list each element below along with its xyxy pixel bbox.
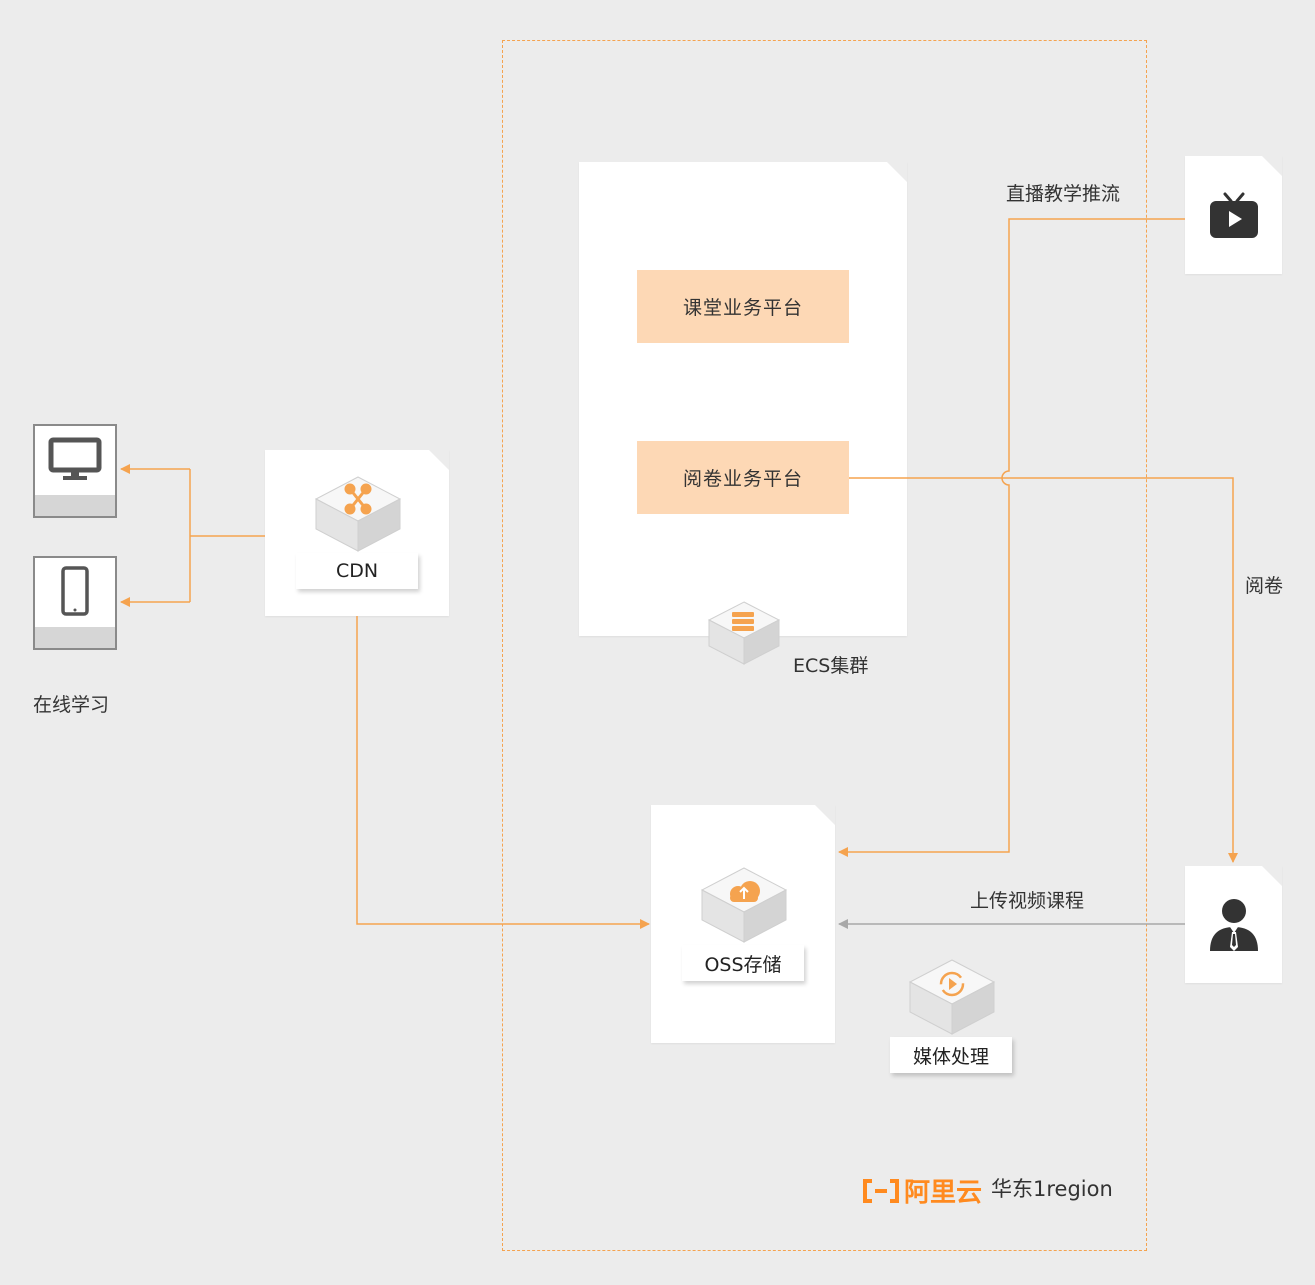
cdn-icon (314, 476, 402, 552)
review-label: 阅卷 (1245, 575, 1284, 597)
aliyun-bracket-icon (863, 1178, 899, 1203)
aliyun-brand-text: 阿里云 (904, 1178, 983, 1208)
review-platform: 阅卷业务平台 (637, 441, 849, 514)
desktop-device (33, 424, 117, 518)
media-label: 媒体处理 (890, 1037, 1012, 1073)
oss-icon (700, 867, 788, 943)
teacher-card (1185, 866, 1282, 983)
ecs-icon (707, 601, 781, 665)
oss-label: OSS存储 (682, 945, 804, 981)
online-learning-label: 在线学习 (33, 694, 110, 716)
region-name: 华东1region (991, 1177, 1113, 1201)
live-push-edge (838, 218, 1185, 857)
ecs-label: ECS集群 (793, 655, 869, 677)
device-base (35, 627, 115, 648)
user-icon (1210, 899, 1258, 951)
tablet-device (33, 556, 117, 650)
media-icon (908, 959, 996, 1035)
class-platform: 课堂业务平台 (637, 270, 849, 343)
cdn-to-oss-edge (356, 616, 650, 929)
cdn-to-devices-edge (120, 464, 265, 607)
upload-label: 上传视频课程 (970, 890, 1085, 912)
review-edge (849, 477, 1238, 863)
desktop-icon (48, 437, 102, 480)
cdn-label: CDN (296, 553, 418, 589)
tablet-icon (61, 566, 89, 616)
ecs-cluster-card (579, 162, 907, 636)
device-base (35, 495, 115, 516)
live-tv-icon (1210, 192, 1258, 238)
live-push-label: 直播教学推流 (1006, 183, 1121, 205)
region-boundary (502, 40, 1147, 1251)
aliyun-logo: 阿里云 (862, 1172, 982, 1209)
